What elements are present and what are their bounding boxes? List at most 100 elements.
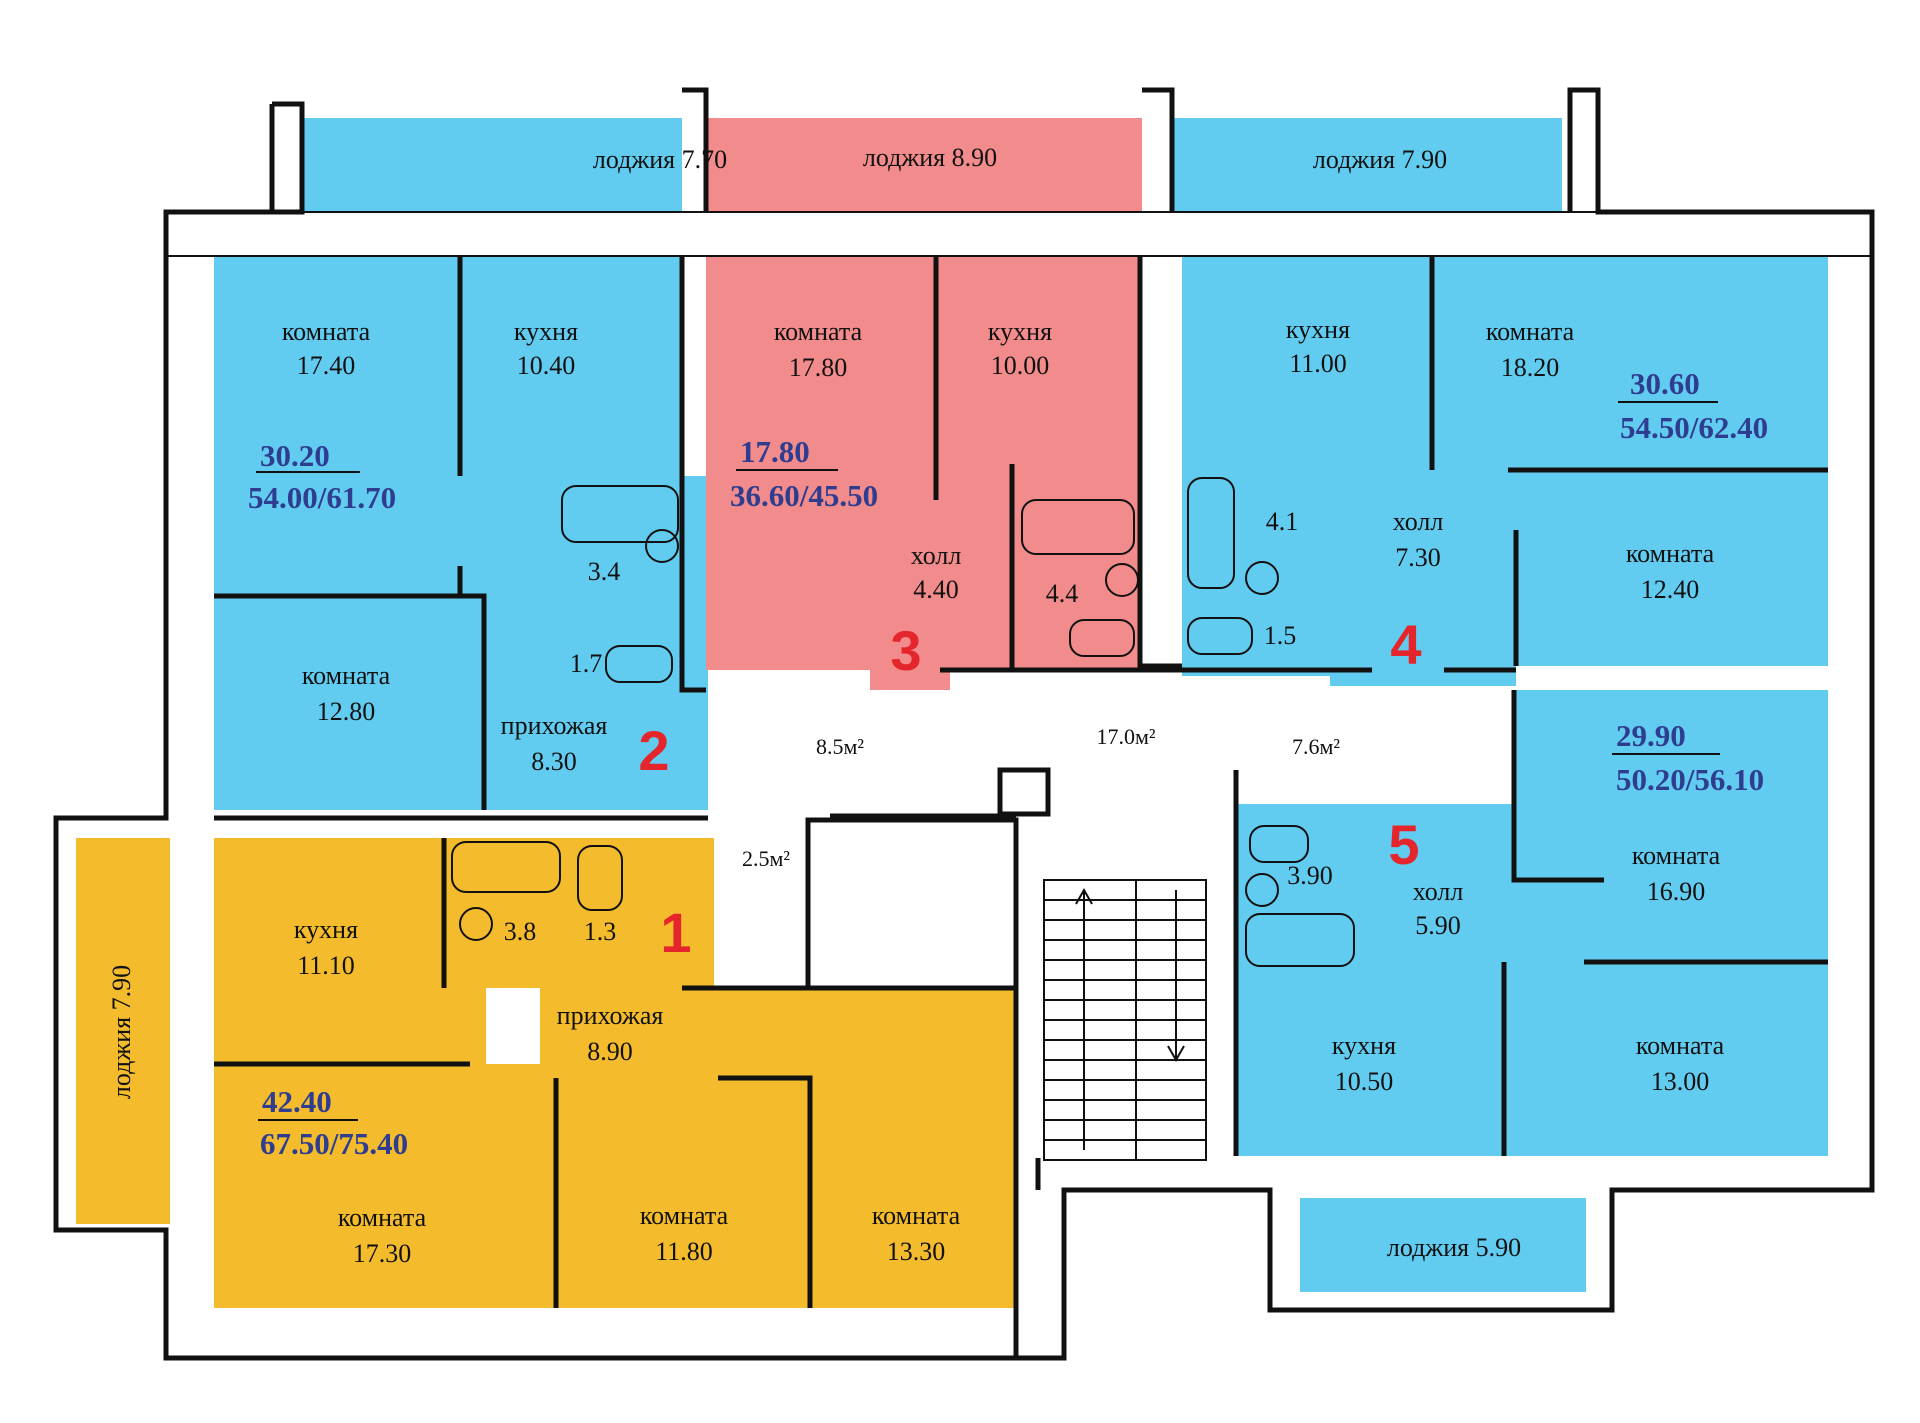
u2-room-b-area: 12.80 [317,697,376,726]
u1-bath-area: 3.8 [504,917,537,946]
unit-5-hall-fill [1236,804,1516,968]
sink-icon [1245,561,1279,595]
u3-total-area: 36.60/45.50 [730,478,878,513]
u2-bath-area: 3.4 [588,557,621,586]
u1-loggia-label: лоджия 7.90 [107,965,136,1099]
toilet-icon [577,845,623,911]
u1-room-c-name: комната [872,1201,961,1230]
u1-room-a-area: 17.30 [353,1239,412,1268]
unit-3-hall-fill [870,560,950,690]
u4-living-area: 30.60 [1630,366,1700,401]
u5-living-area: 29.90 [1616,718,1686,753]
corridor-area-b: 17.0м² [1096,724,1155,749]
u1-unit-number: 1 [660,901,691,964]
u5-loggia-label: лоджия 5.90 [1387,1233,1521,1262]
u1-room-c-area: 13.30 [887,1237,946,1266]
u2-unit-number: 2 [638,719,669,782]
fixtures [451,477,1355,967]
u2-room-b-name: комната [302,661,391,690]
u2-loggia-label: лоджия 7.70 [593,145,727,174]
unit-1 [76,838,1016,1308]
unit-5-room-b-fill [1504,962,1828,1156]
walls [53,87,1875,1361]
stair-walls [830,770,1507,1190]
u4-kitchen-area: 11.00 [1289,349,1347,378]
unit-4-hall-fill [1330,470,1516,686]
staircase [1043,879,1207,1161]
u3-kitchen-area: 10.00 [991,351,1050,380]
u4-kitchen-name: кухня [1286,315,1350,344]
u2-wc-area: 1.7 [570,649,603,678]
u2-kitchen-name: кухня [514,317,578,346]
unit1-partition [214,838,813,1308]
corridor-area-d: 2.5м² [742,846,790,871]
u5-room-b-area: 13.00 [1651,1067,1710,1096]
u2-hall-area: 8.30 [531,747,577,776]
u1-wc-area: 1.3 [584,917,617,946]
unit-5-loggia-fill [1300,1198,1586,1292]
unit-4 [1172,118,1828,686]
bathtub-icon [1245,913,1355,967]
u3-living-area: 17.80 [740,434,810,469]
stair-arrow-down [1167,890,1185,1063]
sink-icon [1105,563,1139,597]
u5-unit-number: 5 [1388,813,1419,876]
u4-loggia-label: лоджия 7.90 [1313,145,1447,174]
u3-hall-name: холл [911,541,962,570]
unit-2-room-a-fill [214,256,460,596]
u4-unit-number: 4 [1390,613,1421,676]
corridor-area-a: 8.5м² [816,734,864,759]
unit4-partition [1429,256,1828,666]
u5-room-a-area: 16.90 [1647,877,1706,906]
unit5-partition [1501,690,1828,1156]
u4-room-b-area: 12.40 [1641,575,1700,604]
u5-hall-area: 5.90 [1415,911,1461,940]
u4-hall-area: 7.30 [1395,543,1441,572]
toilet-icon [605,645,673,683]
unit-5 [1236,690,1828,1292]
u1-hall-name: прихожая [557,1001,664,1030]
bathtub-icon [561,485,679,543]
u3-kitchen-name: кухня [988,317,1052,346]
u1-room-b-name: комната [640,1201,729,1230]
u1-room-a-name: комната [338,1203,427,1232]
unit-1-room-b-fill [556,1078,810,1308]
u3-bath-area: 4.4 [1046,579,1079,608]
toilet-icon [1069,619,1135,657]
unit-1-loggia-fill [76,838,170,1224]
unit-2-hall-fill [460,476,708,810]
u3-unit-number: 3 [890,619,921,682]
u5-room-b-name: комната [1636,1031,1725,1060]
sink-icon [1245,873,1279,907]
toilet-icon [1249,825,1309,863]
unit2-partition [214,256,487,810]
u2-room-a-area: 17.40 [297,351,356,380]
u1-kitchen-name: кухня [294,915,358,944]
unit-4-room-b-fill [1516,470,1828,666]
stair-arrow-up [1075,887,1093,1150]
u2-room-a-name: комната [282,317,371,346]
u1-room-b-area: 11.80 [655,1237,713,1266]
u2-living-area: 30.20 [260,438,330,473]
toilet-icon [1187,617,1253,655]
unit-5-room-a-fill [1514,690,1828,962]
bathtub-icon [1187,477,1235,589]
u1-kitchen-area: 11.10 [297,951,355,980]
unit-2-loggia-fill [302,118,682,212]
u4-wc-area: 1.5 [1264,621,1297,650]
unit-2 [214,118,708,810]
u2-total-area: 54.00/61.70 [248,480,396,515]
corridor-area-c: 7.6м² [1292,734,1340,759]
unit-4-loggia-fill [1172,118,1562,212]
wall-top-b [1142,87,1175,212]
u5-hall-name: холл [1413,877,1464,906]
bathtub-icon [451,841,561,893]
u5-bath-area: 3.90 [1287,861,1333,890]
unit-3 [706,118,1142,690]
unit-2-kitchen-fill [460,256,682,476]
unit-1-kitchen-fill [214,838,486,1064]
stair-core [805,817,1019,991]
u5-kitchen-name: кухня [1332,1031,1396,1060]
u5-kitchen-area: 10.50 [1335,1067,1394,1096]
